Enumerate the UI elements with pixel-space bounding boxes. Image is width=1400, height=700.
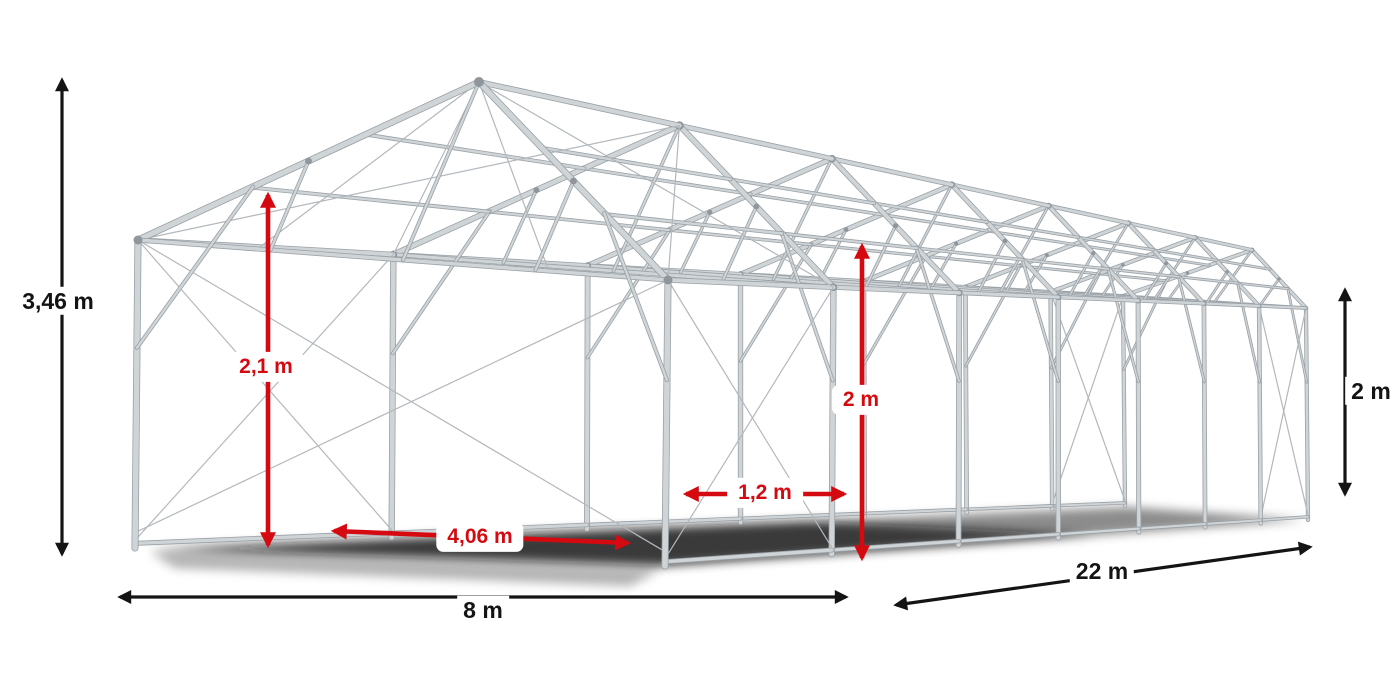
dimension-label-width: 8 m bbox=[457, 595, 509, 625]
dimension-label-post-spacing: 1,2 m bbox=[727, 477, 803, 509]
dimension-label-total-height: 3,46 m bbox=[16, 286, 100, 316]
shadow-apron bbox=[150, 552, 660, 586]
dimension-label-length: 22 m bbox=[1069, 556, 1135, 586]
dimension-label-side-height: 2 m bbox=[1345, 376, 1397, 406]
dimension-label-truss-clearance: 2,1 m bbox=[228, 351, 304, 383]
dimension-label-inner-height: 2 m bbox=[831, 384, 891, 416]
dimension-label-module-length: 4,06 m bbox=[436, 521, 524, 553]
shadow-back bbox=[806, 507, 1305, 535]
